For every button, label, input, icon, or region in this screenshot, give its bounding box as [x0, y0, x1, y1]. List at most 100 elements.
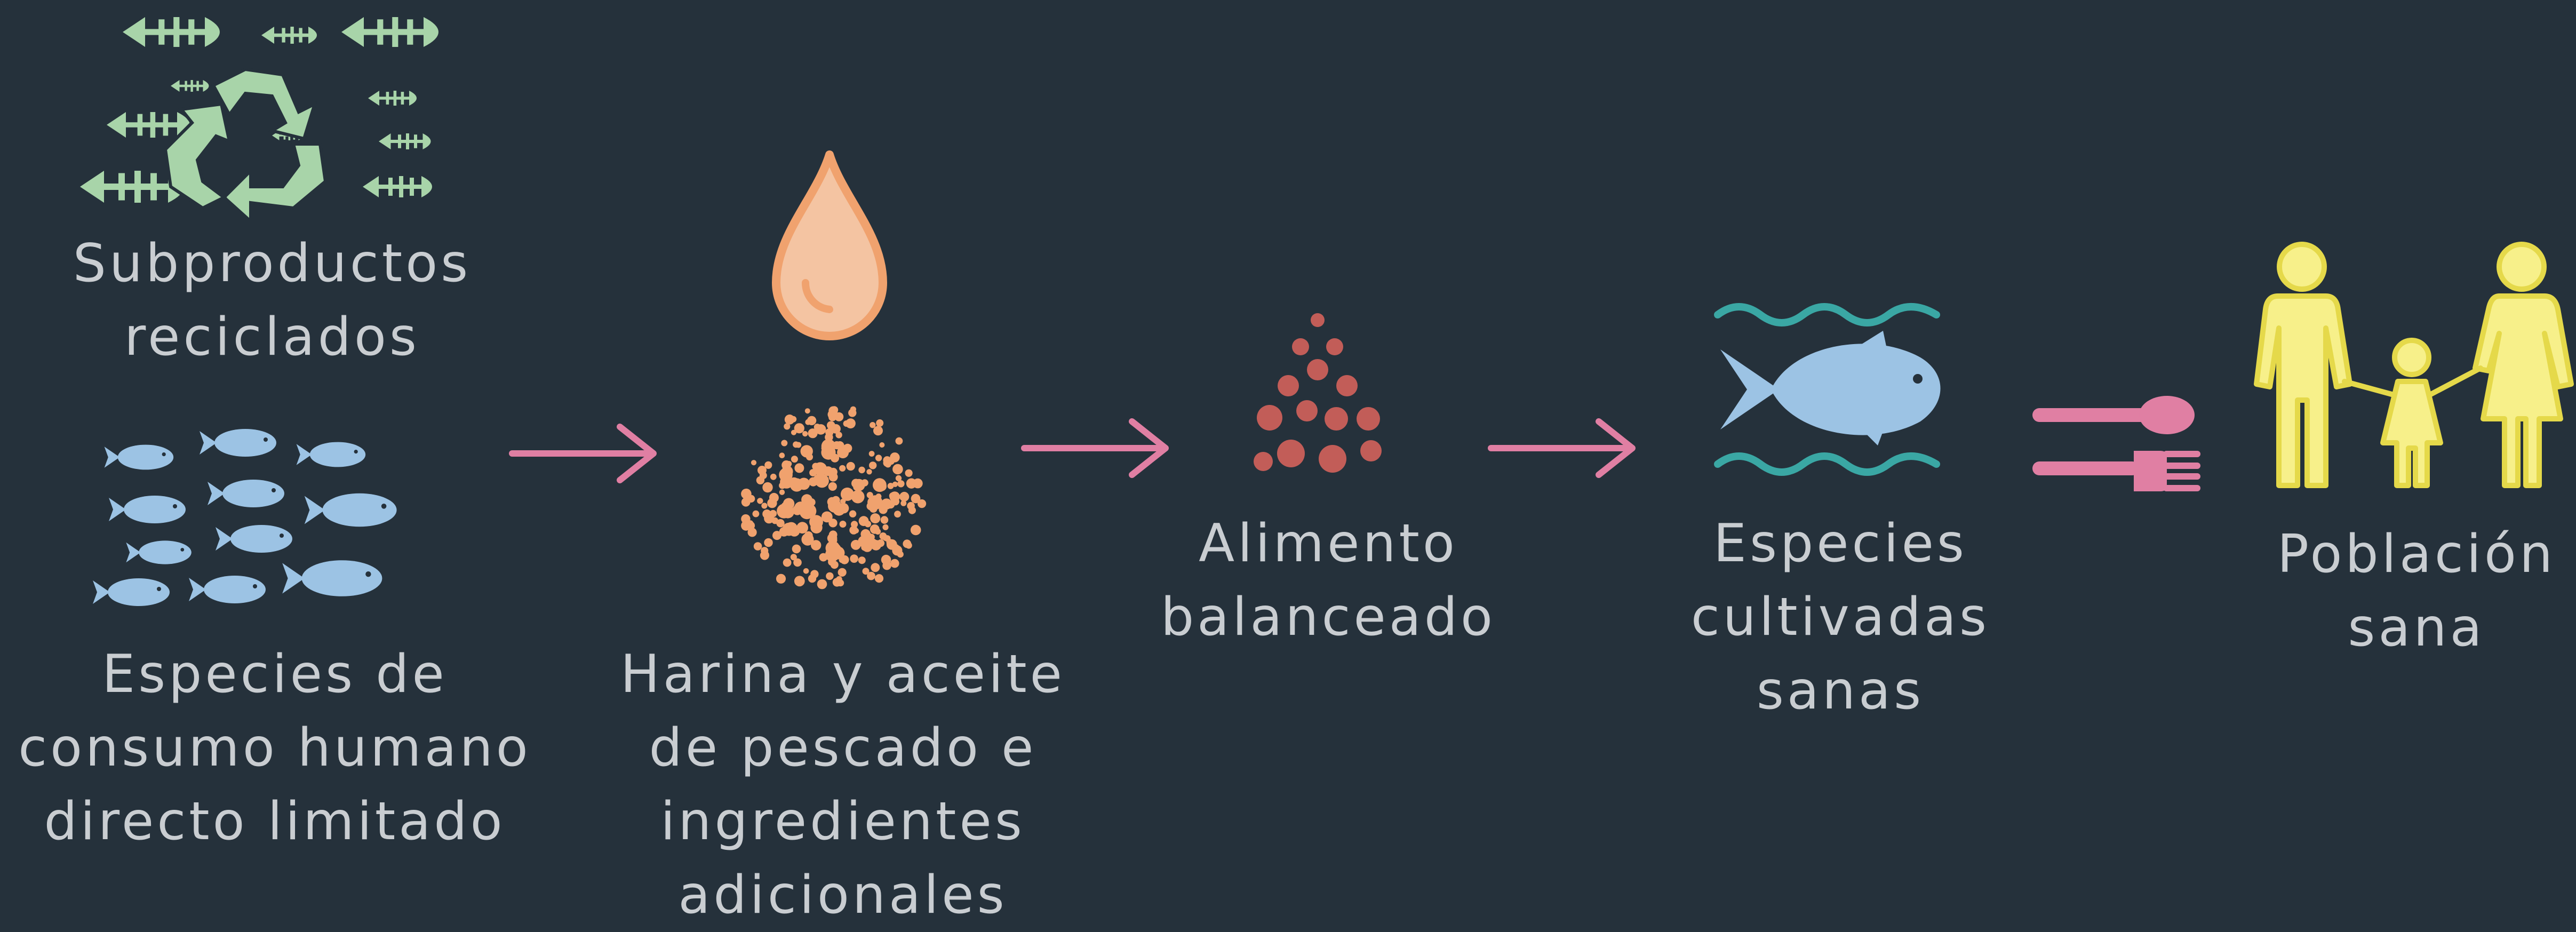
granule: [793, 558, 802, 567]
granule: [862, 568, 870, 575]
granule: [781, 440, 788, 447]
granule: [792, 505, 802, 515]
granule: [876, 539, 885, 547]
granule: [839, 557, 844, 563]
granule: [794, 463, 804, 473]
granule: [783, 558, 792, 567]
granule: [789, 478, 804, 492]
granule: [793, 441, 799, 448]
granule: [851, 490, 865, 504]
granule: [913, 480, 920, 487]
granule: [866, 469, 872, 475]
granule: [828, 482, 837, 491]
granule: [762, 482, 773, 493]
granule: [747, 528, 757, 537]
granule: [911, 493, 921, 504]
granule: [849, 510, 857, 517]
granule: [788, 525, 800, 537]
granule: [802, 431, 808, 437]
granule: [779, 527, 789, 537]
granule: [852, 479, 865, 491]
fork-icon: [2032, 451, 2200, 491]
granule: [882, 535, 888, 541]
granule: [890, 452, 900, 463]
granule: [831, 424, 841, 434]
granule: [741, 488, 752, 499]
granule: [794, 576, 805, 587]
granule: [800, 445, 813, 458]
feed-pellets-icon: [1254, 313, 1382, 473]
granule: [761, 503, 768, 509]
granule: [832, 578, 842, 587]
granule: [810, 570, 819, 578]
label-especies-cultivadas: Especies cultivadas sanas: [1690, 513, 1990, 721]
granule: [851, 521, 858, 528]
granule: [828, 406, 838, 416]
cutlery-icon-group: [2032, 396, 2200, 491]
granule: [918, 499, 927, 508]
granule: [832, 544, 841, 553]
granule: [846, 418, 856, 429]
granule: [879, 442, 885, 448]
granule: [873, 478, 887, 492]
fishmeal-granules-icon: [741, 406, 927, 590]
granule: [905, 469, 913, 477]
granule: [900, 500, 907, 506]
granule: [874, 528, 881, 535]
granule: [905, 542, 912, 549]
granule: [876, 419, 884, 427]
granule: [846, 461, 855, 471]
granule: [827, 533, 838, 544]
granule: [806, 500, 812, 507]
granule: [791, 456, 798, 463]
oil-drop-icon: [772, 150, 887, 340]
granule: [828, 519, 838, 528]
granule: [839, 521, 847, 528]
granule: [880, 516, 889, 524]
granule: [815, 474, 829, 488]
granule: [858, 556, 866, 564]
label-especies-consumo-humano: Especies de consumo humano directo limit…: [18, 644, 531, 852]
granule: [829, 467, 838, 476]
granule: [897, 551, 904, 558]
granule: [850, 406, 856, 412]
granule: [803, 568, 809, 574]
granule: [807, 416, 817, 426]
granule: [882, 524, 889, 530]
granule: [887, 483, 894, 489]
granule: [867, 571, 875, 580]
granule: [777, 504, 792, 519]
label-subproductos-reciclados: Subproductos reciclados: [73, 233, 472, 368]
granule: [808, 428, 818, 439]
granule: [869, 461, 877, 469]
granule: [772, 531, 781, 540]
granule: [810, 521, 823, 533]
granule: [781, 502, 787, 508]
granule: [764, 461, 772, 469]
granule: [895, 437, 903, 445]
granule: [849, 525, 858, 535]
granule: [790, 416, 797, 423]
granule: [868, 451, 875, 457]
granule: [811, 540, 822, 551]
granule: [839, 465, 846, 472]
granule: [764, 538, 773, 547]
granule: [769, 509, 777, 517]
granule: [882, 561, 891, 570]
granule: [889, 491, 900, 502]
granule: [776, 519, 785, 528]
fish-school-icon: [93, 429, 397, 606]
granule: [786, 461, 792, 467]
fish-in-water-icon: [1714, 303, 1941, 476]
granule: [874, 574, 884, 583]
granule: [890, 559, 899, 568]
granule: [864, 521, 872, 528]
granule: [858, 536, 870, 547]
granule: [784, 476, 792, 483]
granule: [883, 456, 891, 465]
granule: [871, 563, 880, 572]
granule: [850, 554, 858, 563]
granule: [826, 573, 833, 580]
granule: [858, 466, 865, 474]
granule: [869, 505, 878, 513]
